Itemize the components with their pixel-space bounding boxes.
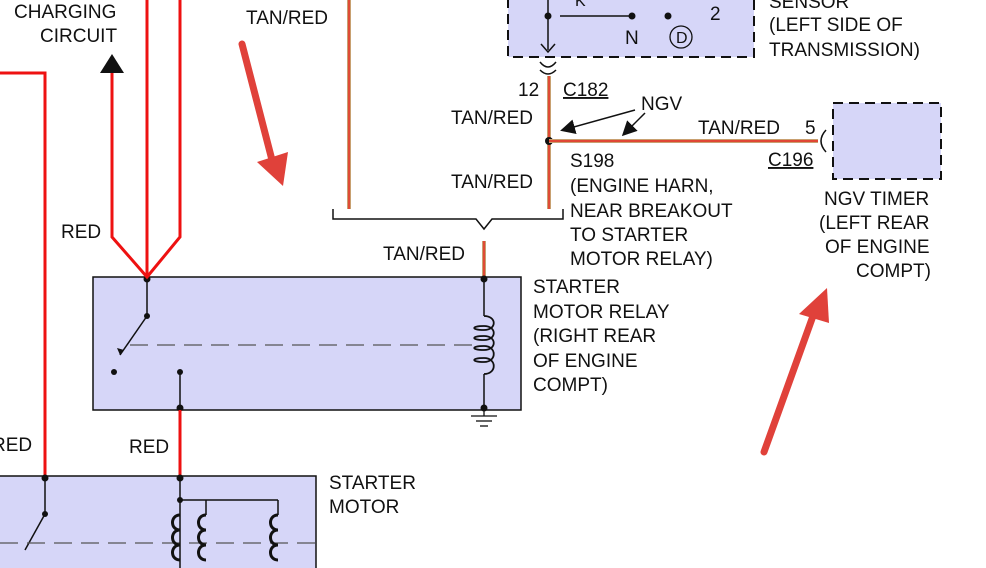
pin-12-label: 12: [518, 80, 539, 101]
starter-motor-title-2: MOTOR: [329, 497, 399, 518]
wire-label-red-mid: RED: [129, 437, 169, 458]
sensor-location-1: (LEFT SIDE OF: [769, 15, 903, 36]
wire-label-tanred-a: TAN/RED: [451, 108, 533, 129]
connector-c182-label: C182: [563, 80, 608, 101]
relay-title-1: STARTER: [533, 277, 620, 298]
sensor-location-2: TRANSMISSION): [769, 40, 920, 61]
relay-location-3: COMPT): [533, 375, 608, 396]
relay-location-1: (RIGHT REAR: [533, 326, 656, 347]
charging-arrow-icon: [100, 54, 124, 73]
connector-c182: [539, 61, 557, 75]
harness-bracket: [332, 209, 564, 231]
ngv-label: NGV: [641, 94, 683, 115]
relay-title-2: MOTOR RELAY: [533, 302, 670, 323]
connector-c196-label: C196: [768, 150, 813, 171]
sensor-title: SENSOR: [769, 0, 849, 13]
s198-location-3: TO STARTER: [570, 225, 688, 246]
wire-label-red-edge: RED: [0, 435, 32, 456]
connector-c196: [820, 129, 827, 153]
ngv-timer-location-2: OF ENGINE: [825, 237, 930, 258]
wire-label-tanred-top: TAN/RED: [246, 8, 328, 29]
ngv-timer-title: NGV TIMER: [824, 189, 929, 210]
sensor-pin-2-label: 2: [710, 4, 721, 25]
sensor-k-label: K: [575, 0, 586, 10]
sensor-box: K 2 N D: [507, 0, 755, 58]
wire-red-far-left: [0, 71, 47, 478]
wire-label-red-left: RED: [61, 222, 101, 243]
pin-5-label: 5: [805, 118, 816, 139]
wire-label-tanred-d: TAN/RED: [383, 244, 465, 265]
charging-label-2: CIRCUIT: [40, 26, 117, 47]
s198-location-4: MOTOR RELAY): [570, 249, 713, 270]
ground-icon: [471, 410, 497, 427]
sensor-n-label: N: [625, 28, 639, 49]
starter-motor-title-1: STARTER: [329, 473, 416, 494]
starter-relay-box: [92, 275, 522, 412]
ngv-timer-location-3: COMPT): [856, 261, 931, 282]
annotation-arrow-left: [238, 40, 288, 186]
charging-label-1: CHARGING: [14, 2, 116, 23]
ngv-timer-location-1: (LEFT REAR: [819, 213, 930, 234]
starter-motor-box: [0, 474, 317, 568]
wire-label-tanred-b: TAN/RED: [451, 172, 533, 193]
wire-red-relay-input: [100, 0, 182, 280]
ngv-timer-box: [832, 102, 942, 180]
wire-label-tanred-c: TAN/RED: [698, 118, 780, 139]
s198-location-2: NEAR BREAKOUT: [570, 201, 733, 222]
sensor-d-label: D: [676, 30, 688, 47]
ngv-pointer: [560, 109, 646, 137]
relay-location-2: OF ENGINE: [533, 351, 638, 372]
s198-title: S198: [570, 151, 614, 172]
annotation-arrow-right: [760, 288, 829, 456]
s198-location-1: (ENGINE HARN,: [570, 176, 714, 197]
